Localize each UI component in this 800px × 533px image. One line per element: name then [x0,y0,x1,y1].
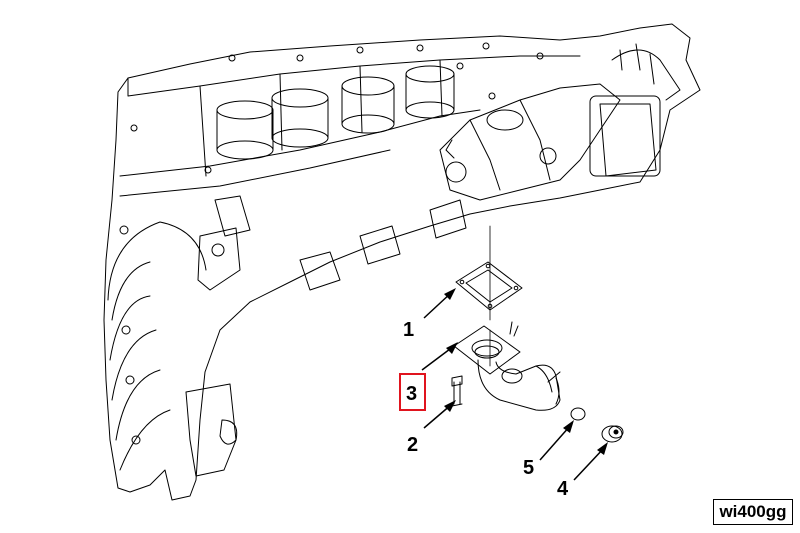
gasket-part [455,261,523,311]
capscrew-part [451,375,463,407]
o-ring-part [570,407,586,421]
figure-reference-code: wi400gg [713,499,793,525]
plug-part [601,425,624,443]
callout-2: 2 [407,434,418,456]
callout-5: 5 [523,457,534,479]
piston-row [216,65,455,160]
callout-3-highlight-box [399,373,426,411]
engine-block-illustration [103,23,701,501]
leader-arrow-5 [539,425,571,461]
arrowheads [444,288,608,455]
callout-1: 1 [403,319,414,341]
callout-4: 4 [557,478,569,500]
leader-arrow-4 [573,447,605,481]
callout-3: 3 [406,383,417,405]
water-outlet-elbow-part [453,321,561,411]
leader-lines [421,291,605,481]
exploded-parts [451,225,624,443]
